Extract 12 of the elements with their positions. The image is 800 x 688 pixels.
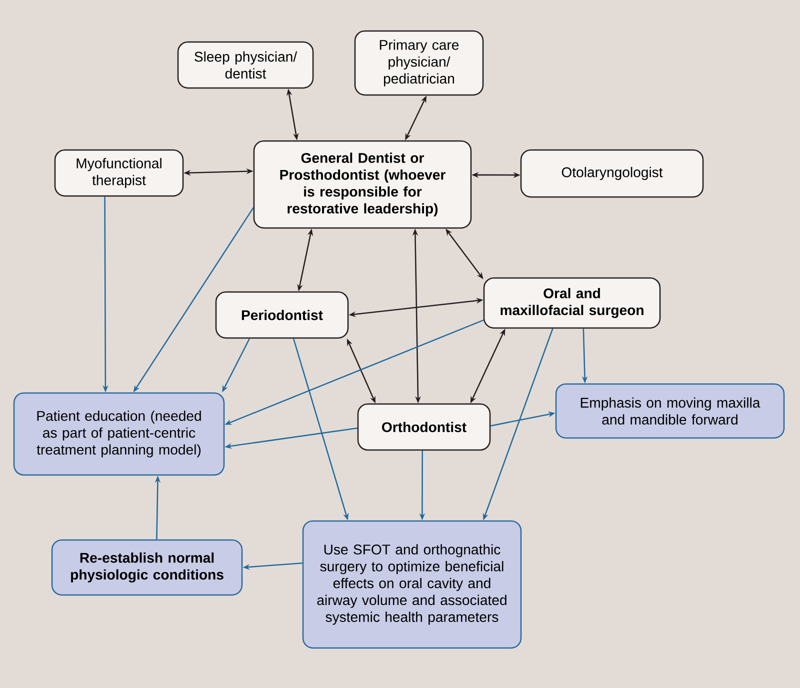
outcome-box: Patient education (needed as part of patient-centric treatment planning model) [13,392,225,476]
outcome-box: Emphasis on moving maxilla and mandible forward [555,383,785,439]
person-box: Oral and maxillofacial surgeon [483,277,661,329]
outcome-box: Use SFOT and orthognathic surgery to optimize beneficial effects on oral cavity and airway volume and associated systemic health parameters [302,520,522,649]
person-box: Otolaryngologist [520,149,704,198]
person-box: Primary care physician/ pediatrician [354,30,484,96]
person-box: Periodontist [215,291,349,339]
person-box: Orthodontist [357,403,491,451]
person-box: General Dentist or Prosthodontist (whoever is responsible for restorative leadership) [253,140,472,229]
outcome-box: Re-establish normal physiologic conditions [51,539,243,596]
person-box: Sleep physician/ dentist [177,41,314,89]
person-box: Myofunctional therapist [54,149,184,197]
